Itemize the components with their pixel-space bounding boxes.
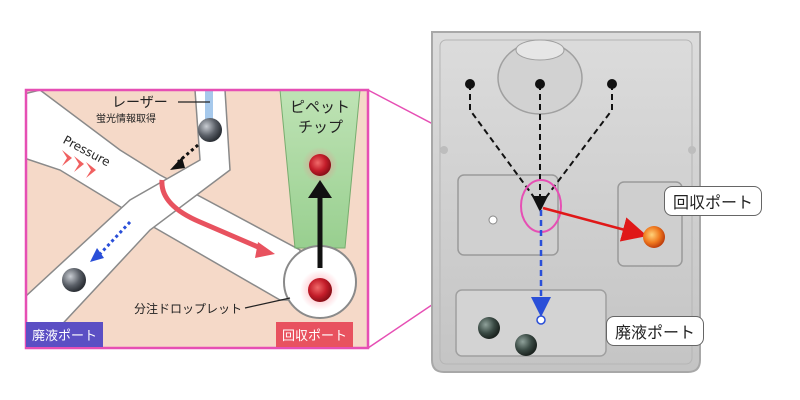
recovery-port-callout: 回収ポート [664, 186, 763, 216]
droplet-label: 分注ドロップレット [134, 302, 243, 316]
laser-beam [205, 90, 213, 120]
screw-hole-left [440, 146, 448, 154]
recovery-port-ball [643, 226, 665, 248]
waste-ball-2 [515, 334, 537, 356]
device-chip [431, 31, 701, 373]
laser-label: レーザー [112, 95, 168, 111]
droplet-upper [309, 154, 331, 176]
laser-dotted-arrowhead [170, 157, 185, 170]
laser-sublabel: 蛍光情報取得 [96, 114, 156, 125]
chip-body [431, 31, 701, 373]
pipette-label-line2: チップ [298, 118, 344, 136]
waste-ball-1 [478, 317, 500, 339]
pipette-up-arrowhead [308, 180, 332, 198]
inlet-rim [515, 39, 565, 61]
zoom-panel [24, 88, 370, 350]
side-port-dot [488, 215, 498, 225]
screw-hole-right [688, 146, 696, 154]
pipette-label-line1: ピペット [290, 98, 351, 116]
recovery-direction-arrow [159, 179, 266, 253]
center-chamber [457, 174, 559, 256]
flow-path-left [469, 84, 537, 201]
waste-dotted-arrow [98, 220, 132, 256]
recovery-port-tag: 回収ポート [276, 322, 354, 347]
waste-port-tag: 廃液ポート [26, 322, 104, 347]
gray-particle-bottom [62, 268, 86, 292]
waste-outlet-dot [536, 315, 546, 325]
recovery-arrow [542, 206, 648, 242]
waste-dotted-arrowhead [90, 248, 104, 262]
flow-path-right [543, 84, 613, 201]
recovery-direction-arrowhead [255, 242, 275, 258]
droplet-leader-line [244, 297, 291, 309]
droplet-lower [308, 278, 332, 302]
gray-particle-top [198, 118, 222, 142]
waste-port-callout: 廃液ポート [606, 316, 705, 346]
zoom-panel-border [24, 88, 370, 350]
laser-dotted-arrow [177, 143, 199, 164]
pressure-chevrons [62, 150, 96, 178]
